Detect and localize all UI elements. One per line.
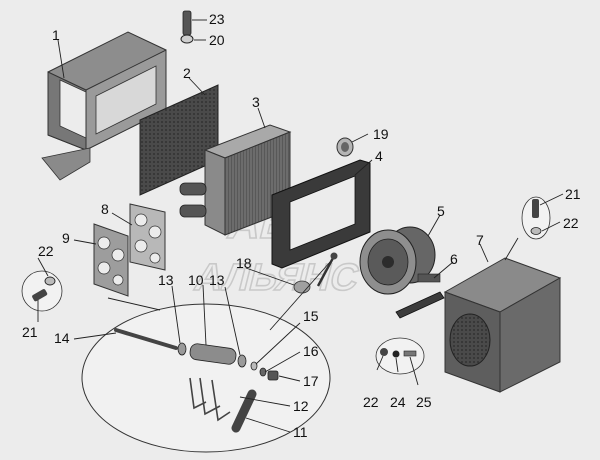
part-12-cable-terminals [189,377,231,422]
callout-19: 19 [373,126,389,142]
part-7-fan-housing [443,257,562,393]
part-9-flange-plate [93,223,129,297]
part-screw [316,252,338,287]
callout-23: 23 [209,11,225,27]
part-18-cap [293,280,311,294]
callout-22-left: 22 [38,243,54,259]
callout-3: 3 [252,94,260,110]
detail-valve-assembly [81,303,331,453]
detail-connector-line [107,297,161,311]
part-14-rod [114,328,178,350]
callout-15: 15 [303,308,319,324]
callout-13-left: 13 [158,272,174,288]
part-6-strip [395,291,445,319]
callout-25: 25 [416,394,432,410]
fastener-group-23-20 [180,10,194,44]
part-13-washer-left [177,342,187,356]
callout-16: 16 [303,343,319,359]
part-13-washer-right [237,354,247,368]
callout-21-left: 21 [22,324,38,340]
callout-17: 17 [303,373,319,389]
callout-6: 6 [450,251,458,267]
part-17-nut [267,370,279,381]
part-10-sleeve [189,343,237,365]
leader-lines [37,19,564,433]
callout-22-right: 22 [563,215,579,231]
callout-10: 10 [188,272,204,288]
part-4-gasket-frame [271,159,371,269]
callout-20: 20 [209,32,225,48]
fastener-group-22-24-25 [375,337,425,375]
callout-1: 1 [52,27,60,43]
fastener-group-right-21-22 [521,196,551,240]
callout-18: 18 [236,255,252,271]
callout-14: 14 [54,330,70,346]
callout-13-right: 13 [209,272,225,288]
part-19-grommet [336,137,354,157]
callout-8: 8 [101,201,109,217]
callout-4: 4 [375,148,383,164]
callout-11: 11 [293,424,308,440]
part-1-housing-frame [41,31,167,181]
part-16-ring [259,367,267,377]
fastener-group-left-22-21 [21,270,63,312]
callout-2: 2 [183,65,191,81]
callout-labels: 1 2 3 4 5 6 7 8 9 10 11 12 13 13 14 15 1… [22,11,581,440]
callout-12: 12 [293,398,309,414]
callout-9: 9 [62,230,70,246]
callout-7: 7 [476,232,484,248]
callout-22-bottom: 22 [363,394,379,410]
detail-connector-line-2 [269,261,331,331]
callout-5: 5 [437,203,445,219]
callout-24: 24 [390,394,406,410]
part-15-ring [250,361,258,371]
callout-21-right: 21 [565,186,581,202]
part-5-fan-motor [359,226,441,295]
part-8-mounting-plate [129,203,166,271]
part-11-handle [231,389,257,433]
